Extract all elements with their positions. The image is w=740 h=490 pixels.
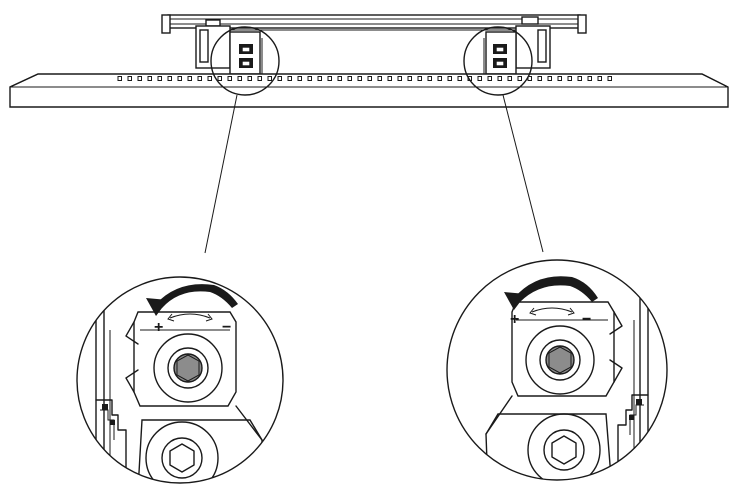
- vent-slot: [267, 76, 272, 81]
- vent-slot: [127, 76, 132, 81]
- vent-slot: [377, 76, 382, 81]
- vent-slot: [147, 76, 152, 81]
- vent-slot: [477, 76, 482, 81]
- double-arrow-icon: [169, 313, 211, 319]
- detail-marker-right: [463, 26, 533, 96]
- vent-slot: [397, 76, 402, 81]
- right-bracket: [483, 25, 551, 75]
- zoom-detail-right: + −: [446, 259, 668, 481]
- vent-slot: [327, 76, 332, 81]
- minus-symbol-left: −: [222, 319, 231, 336]
- vent-slot: [197, 76, 202, 81]
- vent-slot: [447, 76, 452, 81]
- vent-slot: [297, 76, 302, 81]
- vent-slot: [237, 76, 242, 81]
- vent-slot: [567, 76, 572, 81]
- vent-slot: [247, 76, 252, 81]
- plus-symbol-left: +: [154, 319, 163, 336]
- vent-slot: [307, 76, 312, 81]
- vent-slot: [227, 76, 232, 81]
- vent-slot: [337, 76, 342, 81]
- vent-slot: [387, 76, 392, 81]
- vent-slot: [577, 76, 582, 81]
- vent-slot: [407, 76, 412, 81]
- vent-slot: [507, 76, 512, 81]
- leader-line-left: [204, 94, 238, 254]
- vent-slot: [367, 76, 372, 81]
- display-panel: [9, 73, 729, 108]
- leader-line-right: [502, 94, 544, 253]
- vent-slot: [517, 76, 522, 81]
- vent-slot: [547, 76, 552, 81]
- overview-assembly: [9, 14, 729, 108]
- vent-slot: [457, 76, 462, 81]
- vent-slot: [287, 76, 292, 81]
- double-arrow-icon: [531, 307, 573, 313]
- vent-slot: [117, 76, 122, 81]
- vent-slots: [117, 76, 612, 81]
- top-rail: [161, 14, 587, 34]
- vent-slot: [347, 76, 352, 81]
- rotation-arrow-icon: [156, 284, 238, 308]
- vent-slot: [177, 76, 182, 81]
- minus-symbol-right: −: [582, 311, 591, 328]
- zoom-detail-left: + −: [76, 276, 284, 484]
- vent-slot: [277, 76, 282, 81]
- vent-slot: [597, 76, 602, 81]
- vent-slot: [607, 76, 612, 81]
- vent-slot: [527, 76, 532, 81]
- vent-slot: [357, 76, 362, 81]
- vent-slot: [417, 76, 422, 81]
- vent-slot: [587, 76, 592, 81]
- vent-slot: [167, 76, 172, 81]
- vent-slot: [487, 76, 492, 81]
- vent-slot: [217, 76, 222, 81]
- vent-slot: [537, 76, 542, 81]
- vent-slot: [157, 76, 162, 81]
- vent-slot: [187, 76, 192, 81]
- vent-slot: [437, 76, 442, 81]
- left-bracket: [195, 25, 263, 75]
- vent-slot: [257, 76, 262, 81]
- vent-slot: [557, 76, 562, 81]
- vent-slot: [317, 76, 322, 81]
- vent-slot: [137, 76, 142, 81]
- vent-slot: [497, 76, 502, 81]
- vent-slot: [207, 76, 212, 81]
- vent-slot: [427, 76, 432, 81]
- rotation-arrow-icon: [514, 276, 598, 302]
- detail-marker-left: [210, 26, 280, 96]
- plus-symbol-right: +: [510, 311, 519, 328]
